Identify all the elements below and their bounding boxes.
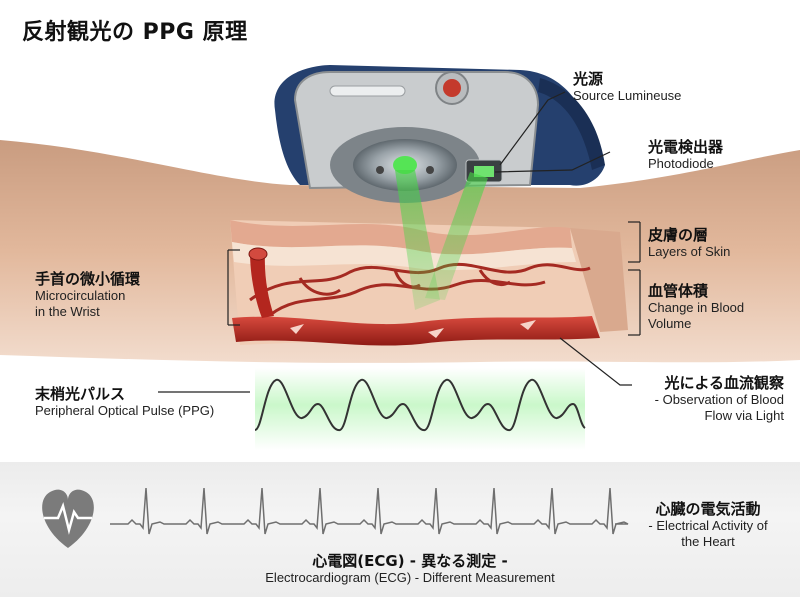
photodiode-label: 光電検出器 Photodiode <box>648 138 723 172</box>
observation-label: 光による血流観察 - Observation of Blood Flow via… <box>634 374 784 424</box>
light-source-ja: 光源 <box>573 70 604 88</box>
page-title: 反射観光の PPG 原理 <box>22 20 248 45</box>
light-source-en: Source Lumineuse <box>573 88 682 103</box>
observation-en1: - Observation of Blood <box>654 392 784 407</box>
photodiode-en: Photodiode <box>648 156 714 171</box>
observation-en2: Flow via Light <box>704 408 784 423</box>
light-beam-out <box>425 172 488 300</box>
skin-layers-label: 皮膚の層 Layers of Skin <box>648 226 730 260</box>
ppg-label: 末梢光パルス Peripheral Optical Pulse (PPG) <box>35 385 214 419</box>
ecg-en: Electrocardiogram (ECG) - Different Meas… <box>265 570 555 585</box>
light-source-label: 光源 Source Lumineuse <box>573 70 681 104</box>
microcirculation-label: 手首の微小循環 Microcirculation in the Wrist <box>35 270 140 320</box>
microcirculation-en2: in the Wrist <box>35 304 100 319</box>
microcirculation-en1: Microcirculation <box>35 288 126 303</box>
heart-activity-ja: 心臓の電気活動 <box>655 500 761 518</box>
photodiode-ja: 光電検出器 <box>648 138 724 156</box>
light-beam-in <box>395 170 440 310</box>
ecg-waveform <box>110 487 629 535</box>
heart-activity-label: 心臓の電気活動 - Electrical Activity of the Hea… <box>628 500 788 550</box>
artery <box>232 316 600 346</box>
ecg-ja: 心電図(ECG) - 異なる測定 - <box>312 552 508 570</box>
ppg-waveform <box>254 378 586 431</box>
ppg-ja: 末梢光パルス <box>35 385 126 403</box>
ppg-en: Peripheral Optical Pulse (PPG) <box>35 403 215 418</box>
microcirculation-ja: 手首の微小循環 <box>35 270 141 288</box>
skin-layers-ja: 皮膚の層 <box>648 226 709 244</box>
ecg-panel <box>0 462 800 597</box>
blood-volume-ja: 血管体積 <box>648 282 709 300</box>
blood-volume-en1: Change in Blood <box>648 300 745 315</box>
ecg-label: 心電図(ECG) - 異なる測定 - Electrocardiogram (EC… <box>200 552 620 586</box>
heart-ecg-icon <box>42 489 94 548</box>
heart-activity-en1: - Electrical Activity of <box>648 518 768 533</box>
blood-volume-label: 血管体積 Change in Blood Volume <box>648 282 744 332</box>
heart-activity-en2: the Heart <box>681 534 735 549</box>
observation-ja: 光による血流観察 <box>664 374 784 392</box>
blood-volume-en2: Volume <box>648 316 692 331</box>
skin-layers-en: Layers of Skin <box>648 244 731 259</box>
